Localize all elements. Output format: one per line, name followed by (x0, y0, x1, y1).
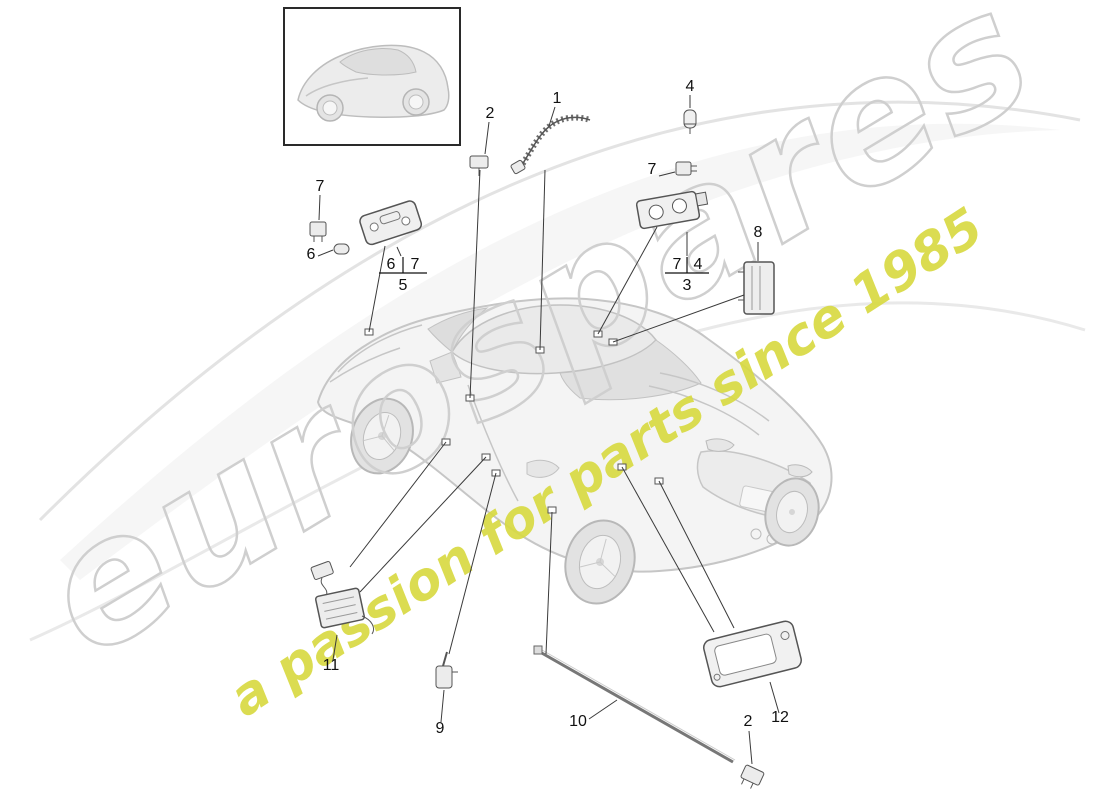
part-10-sill-strip (533, 645, 736, 764)
callout-12[interactable]: 12 (771, 709, 789, 726)
leader-line (588, 699, 618, 720)
callout-3[interactable]: 3 (683, 277, 692, 294)
car-wheel-front-left (350, 397, 414, 475)
part-7-sensor-left (309, 221, 327, 242)
leader-lines (317, 95, 780, 765)
car-tail-lamp-left (705, 438, 735, 452)
part-6-grommet (333, 243, 350, 255)
callout-7-group-right[interactable]: 7 (673, 256, 682, 273)
leader-line (539, 169, 546, 351)
callout-2-top[interactable]: 2 (486, 105, 495, 122)
part-1-wiring-harness (510, 114, 591, 175)
car-wheel-rear-right (764, 477, 820, 547)
watermark: eurospares a passion for parts since 198… (8, 0, 1068, 729)
part-11-module-with-harness (310, 561, 375, 635)
leader-line (597, 226, 658, 335)
car-deck-line-1 (659, 372, 770, 422)
callout-4-group-right[interactable]: 4 (694, 256, 703, 273)
part-12-lamp-assembly (702, 620, 802, 688)
leader-line (448, 472, 497, 655)
callout-6-group-left[interactable]: 6 (387, 256, 396, 273)
leader-line (396, 246, 402, 257)
callout-4-top[interactable]: 4 (686, 78, 695, 95)
part-9-switch (435, 651, 458, 689)
thumbnail-car-roof (339, 48, 417, 76)
leader-line (469, 169, 481, 399)
part-3-interior-light (635, 190, 709, 230)
callout-2-bottom[interactable]: 2 (744, 713, 753, 730)
callout-7-group-left[interactable]: 7 (411, 256, 420, 273)
swoosh-band (60, 123, 1060, 580)
leader-line (484, 121, 490, 155)
callout-1[interactable]: 1 (553, 90, 562, 107)
car-windshield (427, 307, 489, 353)
leader-line (318, 194, 321, 221)
car-deck-line-2 (648, 385, 760, 436)
callout-8[interactable]: 8 (754, 224, 763, 241)
leader-line (349, 441, 447, 568)
group-label-lines (379, 257, 709, 274)
callout-7-right[interactable]: 7 (648, 161, 657, 178)
leader-line (440, 689, 445, 723)
part-7-sensor-right (675, 161, 697, 176)
part-8-control-module (738, 261, 775, 315)
car-fender-line (329, 347, 401, 383)
thumbnail-rim-front (322, 100, 338, 116)
swoosh-curve-1 (38, 100, 1081, 522)
part-2-connector-top (469, 155, 489, 176)
part-5-bracket (359, 200, 423, 246)
leader-line (548, 106, 556, 127)
leader-line (332, 634, 338, 661)
callout-6-left[interactable]: 6 (307, 246, 316, 263)
thumbnail-car-crease (305, 77, 369, 97)
part-2-connector-bottom (740, 764, 765, 789)
leader-line (612, 294, 745, 343)
car-tail-lamp-right (787, 464, 813, 478)
callout-11[interactable]: 11 (323, 657, 340, 674)
leader-line (748, 730, 753, 765)
leader-line (658, 171, 676, 177)
callout-5[interactable]: 5 (399, 277, 408, 294)
callout-10[interactable]: 10 (569, 713, 587, 730)
callout-7-left[interactable]: 7 (316, 178, 325, 195)
part-4-bulb-top (683, 109, 697, 134)
car-wheel-rear-left (564, 519, 636, 605)
thumbnail-rim-rear (408, 94, 424, 110)
leader-line (658, 480, 735, 629)
main-vehicle (316, 297, 833, 605)
leader-line (621, 466, 715, 633)
leader-line (545, 511, 553, 655)
leader-line (359, 456, 487, 593)
car-side-intake (526, 459, 560, 478)
car-side-window (429, 351, 462, 384)
car-rear-window (559, 339, 702, 401)
car-hood-line (337, 324, 423, 373)
callout-9[interactable]: 9 (436, 720, 445, 737)
car-exhaust-left (750, 528, 762, 540)
leader-line (769, 681, 780, 714)
leader-line (368, 245, 386, 333)
vehicle-thumbnail (283, 7, 461, 146)
leader-line (317, 249, 334, 257)
